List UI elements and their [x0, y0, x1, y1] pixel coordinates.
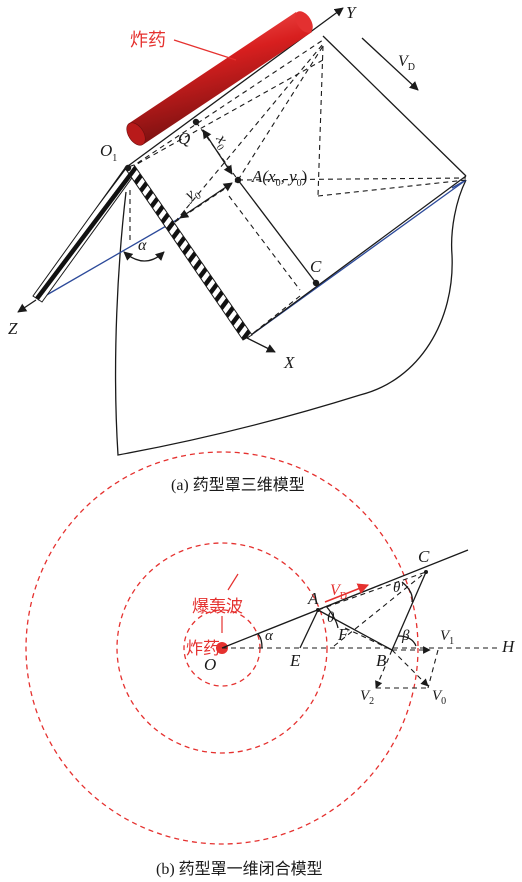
dash-y-axis-vert: [317, 45, 324, 197]
v0-label: V0: [432, 688, 446, 707]
dim-y0-arrow: [179, 182, 233, 219]
beta-label: β: [401, 628, 410, 644]
dash-c-bottom: [246, 295, 301, 339]
point-a-label-a: A(x0, y0): [251, 167, 307, 189]
dash-o1-to-top: [129, 39, 324, 169]
wave-leader-1: [227, 573, 239, 591]
point-c-dot-b: [424, 570, 428, 574]
line-a-e: [299, 609, 319, 649]
blue-edge-right: [451, 179, 467, 189]
wave-circle-middle: [116, 542, 328, 754]
blue-edge-z: [37, 217, 181, 301]
liner-body-outline: [114, 179, 467, 456]
origin-o1-label: O1: [100, 141, 117, 164]
line-a-b: [317, 609, 393, 651]
vd-arrow-a: [361, 37, 419, 91]
angle-alpha-arc-b: [257, 633, 263, 649]
dash-a-to-right: [237, 177, 467, 181]
point-c-label-a: C: [310, 257, 322, 276]
vd-label-a: VD: [398, 53, 415, 73]
checker-strip-x: [124, 164, 253, 341]
explosive-leader-line: [173, 39, 237, 61]
dim-x0-label: x0: [209, 131, 233, 153]
point-f-label: F: [337, 625, 349, 644]
point-h-label: H: [501, 637, 516, 656]
angle-beta-arc: [397, 635, 417, 647]
figure-b: VD 爆轰波 炸药 O A C E F B H α θ θ' β V1 V2 V…: [25, 451, 516, 878]
v2-label: V2: [360, 688, 374, 707]
point-c-label-b: C: [418, 547, 430, 566]
alpha-label-b: α: [265, 628, 274, 644]
line-c-b: [391, 571, 427, 651]
dash-a-c: [317, 571, 427, 611]
figure-a: 炸药 VD α Y X Z O1 Q A(x0, y0) C x0 y0 (a)…: [8, 3, 467, 494]
v1-label: V1: [440, 628, 454, 647]
x-axis: [246, 337, 276, 353]
theta-prime-label: θ': [393, 580, 404, 596]
caption-b: (b) 药型罩一维闭合模型: [156, 860, 323, 878]
dash-top-mid: [129, 59, 324, 169]
point-e-label: E: [289, 651, 301, 670]
dash-f-c: [333, 571, 427, 647]
dim-x0-arrow: [202, 129, 233, 175]
dash-y-axis-low: [317, 179, 467, 197]
frame-right-edge: [246, 175, 467, 339]
point-a-dot-a: [234, 176, 242, 184]
para-side-2: [427, 649, 439, 689]
axis-z-label: Z: [8, 319, 18, 338]
point-q-label: Q: [178, 129, 190, 148]
point-o1-dot: [124, 164, 132, 172]
caption-a: (a) 药型罩三维模型: [171, 476, 305, 494]
axis-x-label: X: [283, 353, 295, 372]
alpha-label-a: α: [138, 237, 147, 254]
explosive-label-a: 炸药: [130, 30, 166, 51]
point-o-label: O: [204, 655, 216, 674]
vec-v2: [375, 649, 393, 689]
liner-line: [221, 549, 469, 649]
point-a-label-b: A: [307, 589, 319, 608]
vd-label-b: VD: [330, 582, 347, 602]
axis-y-label: Y: [346, 3, 357, 22]
angle-alpha-arc-a: [123, 251, 165, 262]
angle-theta-prime-arc: [401, 581, 413, 603]
wave-circle-outer: [25, 451, 419, 845]
point-b-label: B: [376, 651, 387, 670]
angle-theta-arc: [325, 605, 339, 629]
frame-top-edge: [322, 35, 467, 177]
point-a-dot-b: [316, 608, 320, 612]
z-axis: [17, 299, 37, 313]
theta-label: θ: [327, 610, 335, 626]
vd-arrow-b: [324, 583, 370, 603]
c-line: [237, 179, 317, 284]
point-q-dot: [192, 118, 200, 126]
dim-y0-label: y0: [180, 183, 203, 207]
dash-a-down: [228, 195, 301, 291]
explosive-rod: [126, 11, 313, 146]
point-c-dot-a: [312, 279, 320, 287]
explosive-label-b: 炸药: [186, 639, 220, 659]
vec-v0: [391, 649, 429, 687]
detonation-wave-label: 爆轰波: [192, 597, 243, 617]
